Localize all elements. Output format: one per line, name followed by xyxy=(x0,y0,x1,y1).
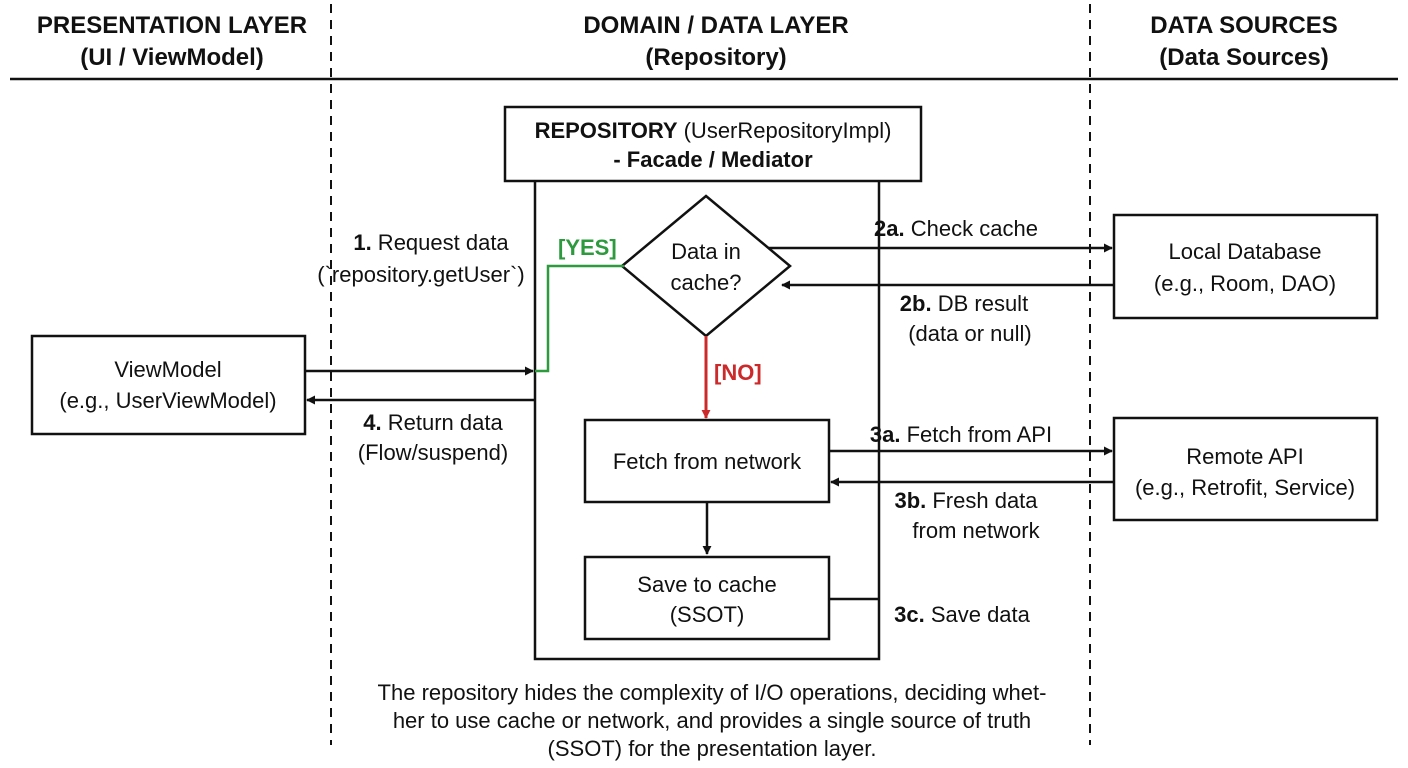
remote-api-label-line2: (e.g., Retrofit, Service) xyxy=(1135,475,1355,500)
viewmodel-label-line1: ViewModel xyxy=(114,357,221,382)
local-database-box xyxy=(1112,213,1379,320)
yes-path-line xyxy=(535,264,624,373)
domain-layer-subtitle: (Repository) xyxy=(645,44,786,71)
remote-api-label-line1: Remote API xyxy=(1186,444,1303,469)
repository-title-impl: (UserRepositoryImpl) xyxy=(684,118,892,143)
domain-layer-title: DOMAIN / DATA LAYER xyxy=(583,12,848,39)
decision-label-line2: cache? xyxy=(671,270,742,295)
save-to-cache-label-line2: (SSOT) xyxy=(670,602,745,627)
footnote-line2: her to use cache or network, and provide… xyxy=(393,708,1031,733)
repository-title: REPOSITORY(UserRepositoryImpl) xyxy=(535,118,892,143)
footnote-line3: (SSOT) for the presentation layer. xyxy=(548,736,877,761)
presentation-layer-subtitle: (UI / ViewModel) xyxy=(80,44,264,71)
step2b-label: 2b. DB result xyxy=(900,291,1028,316)
viewmodel-box xyxy=(30,334,307,436)
repository-box xyxy=(503,105,923,183)
local-database-label-line2: (e.g., Room, DAO) xyxy=(1154,271,1336,296)
step3b-label: 3b. Fresh data xyxy=(894,488,1038,513)
remote-api-box xyxy=(1112,416,1379,522)
step3b-detail: from network xyxy=(912,518,1040,543)
footnote-line1: The repository hides the complexity of I… xyxy=(378,680,1047,705)
cache-decision-diamond xyxy=(620,194,792,338)
save-to-cache-label-line1: Save to cache xyxy=(637,572,776,597)
repository-title-bold: REPOSITORY xyxy=(535,118,678,143)
repository-subtitle: - Facade / Mediator xyxy=(613,147,813,172)
step1-detail: (`repository.getUser`) xyxy=(317,262,524,287)
data-sources-title: DATA SOURCES xyxy=(1150,12,1338,39)
step3a-label: 3a. Fetch from API xyxy=(870,422,1052,447)
data-sources-subtitle: (Data Sources) xyxy=(1159,44,1328,71)
step2a-label: 2a. Check cache xyxy=(874,216,1038,241)
step4-label: 4. Return data xyxy=(363,410,503,435)
viewmodel-label-line2: (e.g., UserViewModel) xyxy=(59,388,276,413)
decision-label-line1: Data in xyxy=(671,239,741,264)
yes-label: [YES] xyxy=(558,235,617,260)
no-label: [NO] xyxy=(714,360,762,385)
step2b-detail: (data or null) xyxy=(908,321,1032,346)
presentation-layer-title: PRESENTATION LAYER xyxy=(37,12,307,39)
fetch-from-network-box xyxy=(583,418,831,504)
repository-scope-outline xyxy=(533,181,881,661)
step1-label: 1. Request data xyxy=(353,230,509,255)
local-database-label-line1: Local Database xyxy=(1169,239,1322,264)
fetch-from-network-label: Fetch from network xyxy=(613,449,802,474)
step4-detail: (Flow/suspend) xyxy=(358,440,508,465)
step3c-label: 3c. Save data xyxy=(894,602,1031,627)
